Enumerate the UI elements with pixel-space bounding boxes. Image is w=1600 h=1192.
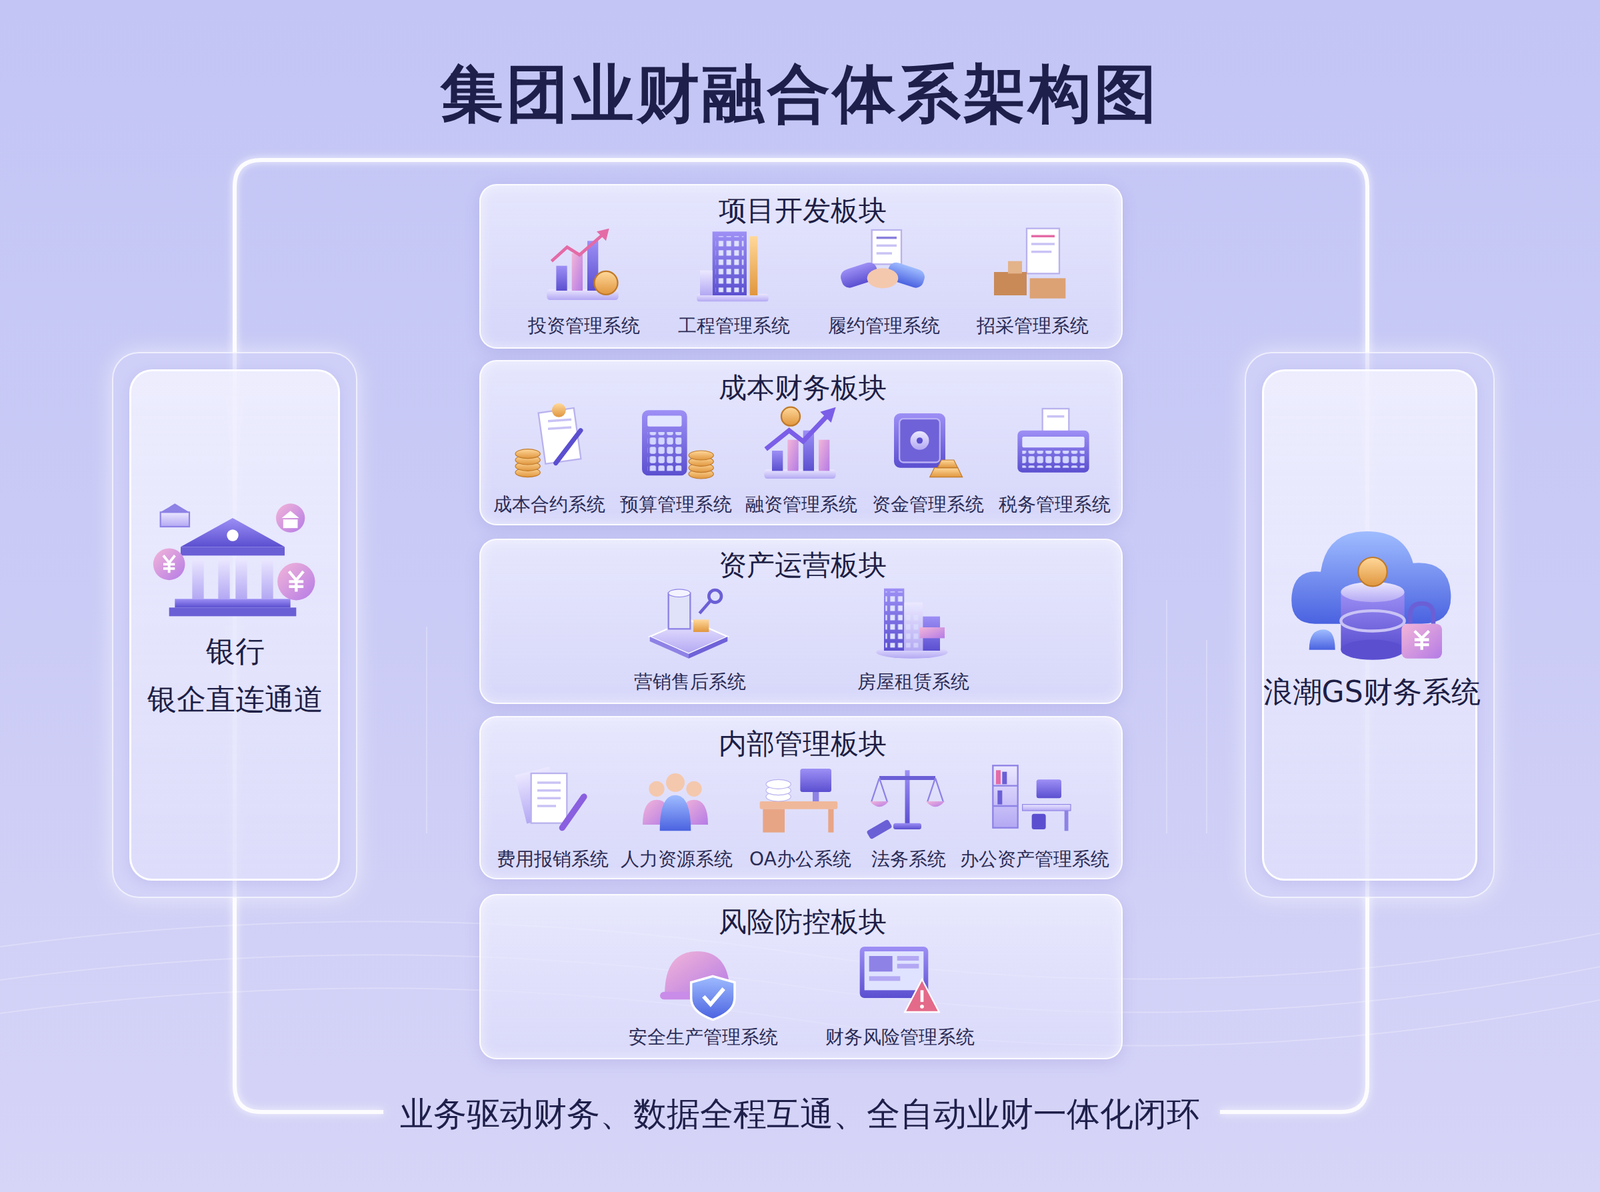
module-block: 项目开发板块投资管理系统工程管理系统履约管理系统招采管理系统 bbox=[479, 184, 1122, 350]
finance-system-panel: 浪潮GS财务系统 bbox=[1244, 352, 1495, 898]
module-block: 风险防控板块安全生产管理系统财务风险管理系统 bbox=[479, 894, 1122, 1060]
block-heading: 资产运营板块 bbox=[629, 548, 976, 582]
data-flow-arrow bbox=[1134, 457, 1234, 464]
system-label: 资金管理系统 bbox=[840, 493, 1016, 516]
data-flow-arrow bbox=[1134, 421, 1234, 428]
inner-panel bbox=[129, 369, 340, 881]
system-label: 安全生产管理系统 bbox=[616, 1026, 791, 1049]
system-label: 融资管理系统 bbox=[714, 493, 889, 516]
block-heading: 风险防控板块 bbox=[629, 904, 976, 938]
block-heading: 成本财务板块 bbox=[629, 371, 976, 405]
panel-label: 银行 bbox=[125, 634, 346, 670]
system-label: 办公资产管理系统 bbox=[947, 848, 1122, 871]
system-label: 工程管理系统 bbox=[646, 314, 822, 338]
diagram-title: 集团业财融合体系架构图 bbox=[166, 56, 1434, 132]
module-block: 内部管理板块费用报销系统人力资源系统OA办公系统法务系统办公资产管理系统 bbox=[479, 716, 1122, 880]
loop-frame bbox=[234, 160, 1368, 1112]
system-label: 履约管理系统 bbox=[796, 314, 972, 338]
data-flow-arrow bbox=[369, 421, 468, 428]
system-label: 税务管理系统 bbox=[967, 493, 1142, 516]
module-block: 资产运营板块营销售后系统 房屋租赁系统 bbox=[479, 538, 1122, 704]
system-label: OA办公系统 bbox=[712, 848, 888, 871]
system-label: 招采管理系统 bbox=[945, 314, 1120, 338]
system-icons bbox=[153, 228, 1452, 1020]
system-label: 房屋租赁系统 bbox=[826, 670, 1001, 694]
system-label: 人力资源系统 bbox=[589, 848, 764, 871]
panel-label: 浪潮GS财务系统 bbox=[1262, 674, 1482, 710]
system-label: 投资管理系统 bbox=[496, 314, 672, 338]
data-flow-arrow bbox=[369, 457, 468, 464]
module-block: 成本财务板块成本合约系统预算管理系统融资管理系统资金管理系统税务管理系统 bbox=[479, 360, 1122, 526]
system-label: 营销售后系统 bbox=[602, 670, 778, 694]
block-heading: 内部管理板块 bbox=[629, 727, 976, 761]
diagram-caption: 业务驱动财务、数据全程互通、全自动业财一体化闭环 bbox=[300, 1094, 1300, 1134]
system-label: 费用报销系统 bbox=[465, 848, 640, 871]
system-label: 成本合约系统 bbox=[462, 493, 637, 516]
system-label: 预算管理系统 bbox=[588, 493, 764, 516]
system-label: 财务风险管理系统 bbox=[812, 1026, 988, 1049]
bank-panel: 银行银企直连通道 bbox=[112, 352, 357, 898]
panel-label: 银企直连通道 bbox=[125, 682, 346, 718]
inner-panel bbox=[1262, 369, 1478, 881]
block-heading: 项目开发板块 bbox=[629, 194, 976, 228]
